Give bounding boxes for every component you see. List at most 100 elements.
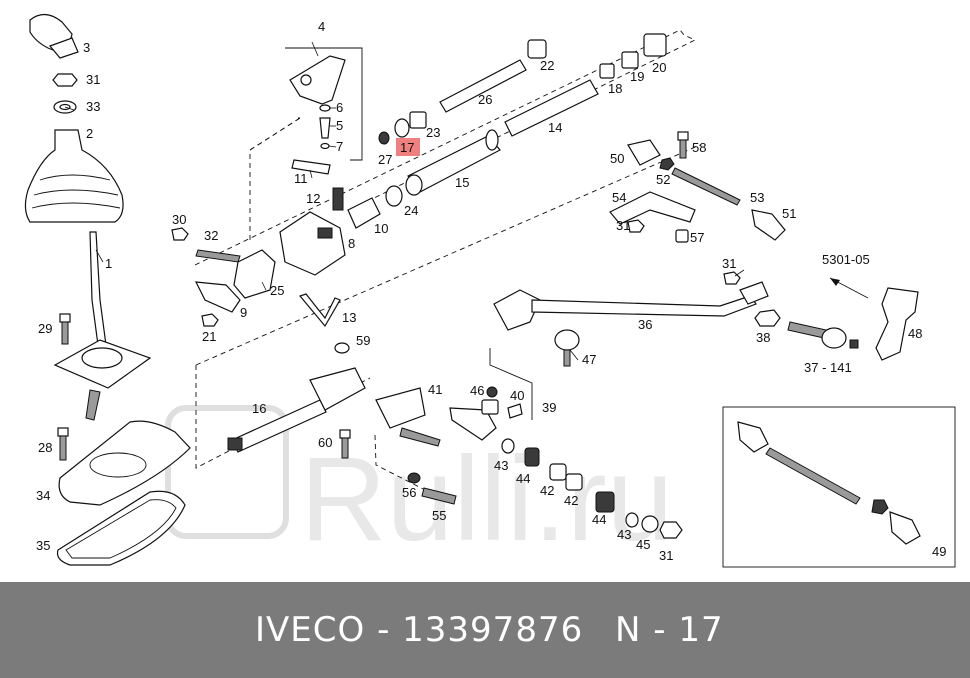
parts-diagram: Rulli.ru [24, 13, 956, 568]
part-35-seal [56, 490, 186, 566]
callout-8: 8 [348, 236, 355, 251]
part-51-joint [751, 209, 786, 241]
part-3-gear-knob [29, 13, 79, 59]
part-1-gear-lever [53, 231, 152, 421]
part-20-bush [643, 33, 667, 57]
ref-arrow [829, 277, 869, 299]
part-60-bolt [339, 429, 351, 459]
callout-17-highlight [396, 138, 420, 156]
inset-49-frame [722, 406, 956, 568]
inset-49 [722, 406, 956, 568]
leader-lines [64, 41, 745, 361]
callout-52: 52 [656, 172, 670, 187]
callout-31-d: 31 [659, 548, 673, 563]
callout-7: 7 [336, 139, 343, 154]
part-31-nut-d [659, 521, 683, 539]
bracket-39 [489, 348, 533, 420]
callout-33: 33 [86, 99, 100, 114]
callout-5: 5 [336, 118, 343, 133]
part-42-bush-a [549, 463, 567, 481]
part-23-bush [409, 111, 427, 129]
part-43-washer-a [501, 438, 515, 454]
callout-22: 22 [540, 58, 554, 73]
callout-14: 14 [548, 120, 562, 135]
part-7-washer [320, 142, 330, 150]
part-31-nut-b [627, 219, 645, 233]
part-52-nut [659, 157, 675, 171]
callout-2: 2 [86, 126, 93, 141]
callout-53: 53 [750, 190, 764, 205]
callout-56: 56 [402, 485, 416, 500]
callout-38: 38 [756, 330, 770, 345]
part-45-bush [641, 515, 659, 533]
footer-part-code: IVECO - 13397876 [255, 610, 584, 650]
part-10-bushing [347, 197, 381, 229]
footer-position: N - 17 [615, 610, 724, 650]
callout-55: 55 [432, 508, 446, 523]
footer-bar: IVECO - 13397876 N - 17 [0, 582, 970, 678]
part-47-ball-joint [554, 329, 580, 367]
part-14-shaft [504, 79, 599, 137]
part-46-washer [486, 386, 498, 398]
part-32-bolt [195, 249, 241, 263]
part-28-bolt [57, 427, 69, 461]
callout-42-a: 42 [540, 483, 554, 498]
part-58-bolt [677, 131, 689, 159]
callout-9: 9 [240, 305, 247, 320]
frame-bracket [195, 365, 371, 469]
part-44-spring-a [524, 447, 540, 467]
part-29-bolt [59, 313, 71, 345]
callout-13: 13 [342, 310, 356, 325]
part-37-rod-end [787, 321, 859, 349]
callout-30: 30 [172, 212, 186, 227]
part-15-shaft [405, 129, 501, 196]
callout-29: 29 [38, 321, 52, 336]
callout-31-c: 31 [722, 256, 736, 271]
callout-31-b: 31 [616, 218, 630, 233]
part-5-pin [319, 117, 331, 139]
part-8-housing [279, 211, 346, 276]
part-42-bush-b [565, 473, 583, 491]
part-24-ring [385, 185, 403, 207]
callout-44-b: 44 [592, 512, 606, 527]
callout-10: 10 [374, 221, 388, 236]
part-18-bush [599, 63, 615, 79]
watermark-logo [165, 405, 289, 539]
callout-57: 57 [690, 230, 704, 245]
callout-25: 25 [270, 283, 284, 298]
frame-4-link [249, 117, 301, 240]
callout-23: 23 [426, 125, 440, 140]
ref-arrow-label: 5301-05 [822, 252, 870, 267]
part-16-shaft [227, 367, 366, 453]
part-26-shaft [439, 59, 527, 113]
callout-50: 50 [610, 151, 624, 166]
callout-59: 59 [356, 333, 370, 348]
callout-28: 28 [38, 440, 52, 455]
callout-6: 6 [336, 100, 343, 115]
callout-48: 48 [908, 326, 922, 341]
callout-37-141: 37 - 141 [804, 360, 852, 375]
part-25-block [233, 249, 276, 299]
bracket-4 [285, 47, 363, 161]
callout-47: 47 [582, 352, 596, 367]
part-39-assembly [449, 399, 499, 441]
part-11-plate [291, 159, 331, 175]
part-34-cover-plate [58, 420, 191, 506]
callout-16: 16 [252, 401, 266, 416]
callout-34: 34 [36, 488, 50, 503]
part-56-nut [407, 472, 421, 484]
callout-51: 51 [782, 206, 796, 221]
callout-54: 54 [612, 190, 626, 205]
callout-27: 27 [378, 152, 392, 167]
part-36-rod [493, 281, 769, 331]
part-22-bush [527, 39, 547, 59]
callout-12: 12 [306, 191, 320, 206]
callout-43-b: 43 [617, 527, 631, 542]
callout-18: 18 [608, 81, 622, 96]
group-brackets [285, 47, 533, 420]
callout-32: 32 [204, 228, 218, 243]
callout-44-a: 44 [516, 471, 530, 486]
part-21-nut [201, 313, 219, 327]
part-54-bracket [609, 191, 696, 225]
